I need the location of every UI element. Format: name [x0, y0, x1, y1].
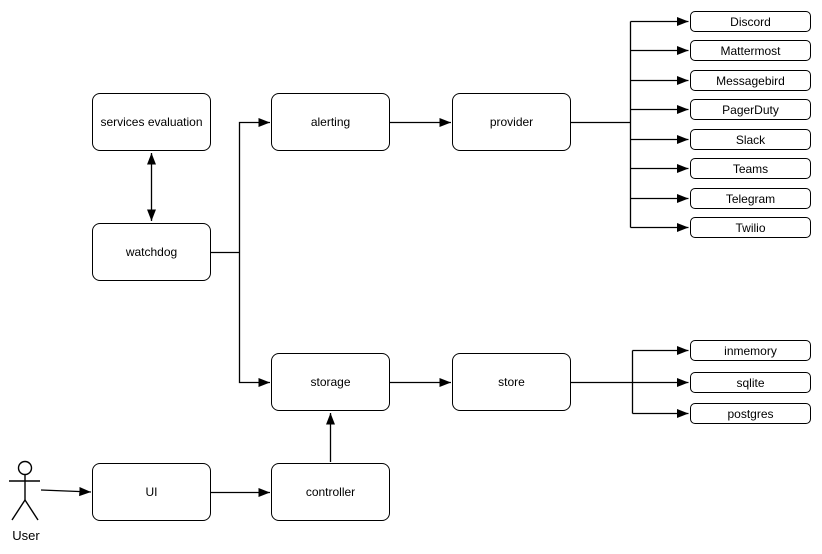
node-provider: provider [452, 93, 571, 151]
edge-watchdog-storage [238, 252, 270, 388]
node-teams: Teams [690, 158, 811, 179]
edge-watchdog-alerting [238, 117, 270, 253]
node-twilio: Twilio [690, 217, 811, 238]
node-storage: storage [271, 353, 390, 411]
edge-user-ui [40, 486, 92, 497]
node-watchdog: watchdog [92, 223, 211, 281]
node-telegram: Telegram [690, 188, 811, 209]
node-controller: controller [271, 463, 390, 521]
node-mattermost: Mattermost [690, 40, 811, 61]
node-store: store [452, 353, 571, 411]
node-messagebird: Messagebird [690, 70, 811, 91]
node-services-evaluation: services evaluation [92, 93, 211, 151]
node-slack: Slack [690, 129, 811, 150]
user-actor-icon [9, 460, 40, 521]
node-sqlite: sqlite [690, 372, 811, 393]
node-alerting: alerting [271, 93, 390, 151]
node-inmemory: inmemory [690, 340, 811, 361]
node-postgres: postgres [690, 403, 811, 424]
node-ui: UI [92, 463, 211, 521]
node-pagerduty: PagerDuty [690, 99, 811, 120]
user-actor-label: User [12, 528, 40, 543]
node-discord: Discord [690, 11, 811, 32]
